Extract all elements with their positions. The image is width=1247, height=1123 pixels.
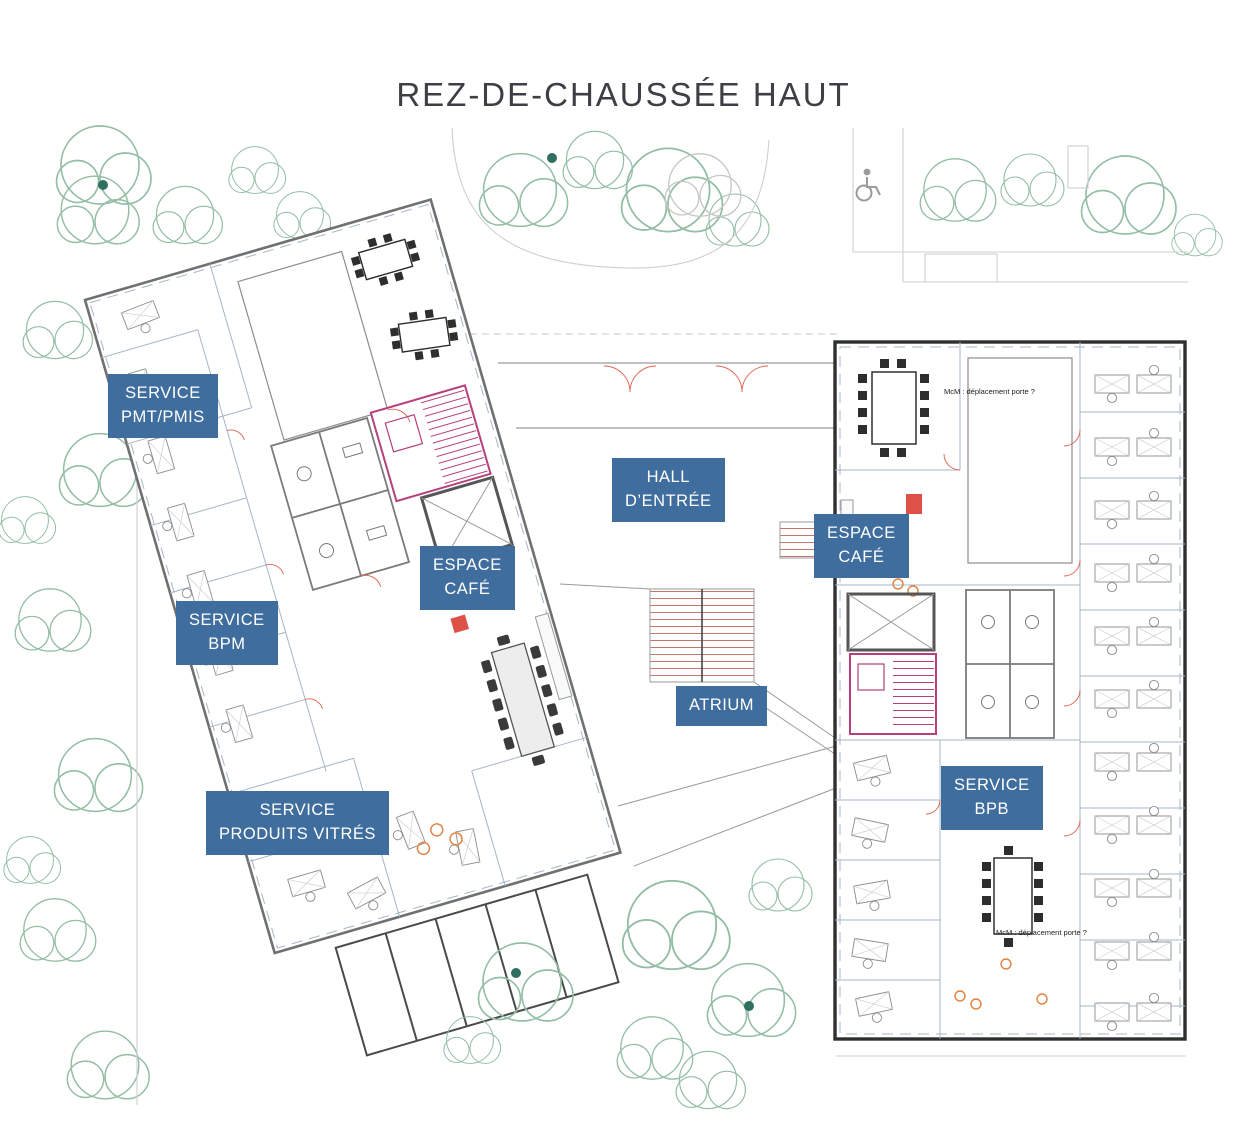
label-hall-entree: HALL D’ENTRÉE (612, 458, 725, 522)
right-meeting-room (858, 359, 929, 457)
right-door-arcs (925, 429, 1081, 837)
label-espace-cafe-right: ESPACE CAFÉ (814, 514, 909, 578)
left-door-arcs (226, 408, 411, 710)
left-cafe (450, 612, 573, 766)
annotation-mcm-top: McM : déplacement porte ? (944, 387, 1035, 396)
hall-link (470, 333, 838, 429)
red-counter (906, 494, 922, 514)
left-stairwell (369, 384, 492, 503)
right-partitions (835, 342, 1185, 1039)
label-espace-cafe-left: ESPACE CAFÉ (420, 546, 515, 610)
empty-room (237, 250, 389, 441)
page-title: REZ-DE-CHAUSSÉE HAUT (396, 76, 851, 113)
annotation-mcm-bottom: McM : déplacement porte ? (996, 928, 1087, 937)
label-service-bpb: SERVICE BPB (941, 766, 1043, 830)
label-atrium: ATRIUM (676, 686, 768, 726)
label-service-bpm: SERVICE BPM (176, 601, 278, 665)
landscape-dots (98, 153, 754, 1011)
entrance-doors (603, 365, 769, 393)
right-wing (833, 340, 1187, 1041)
right-restrooms (965, 589, 1055, 739)
right-long-table (982, 846, 1043, 947)
left-wing (83, 197, 623, 1057)
red-counter (450, 614, 470, 634)
right-stairwell (849, 653, 937, 735)
left-orange-seats (416, 823, 463, 856)
wheelchair-icon (855, 168, 881, 202)
right-orange-seats (954, 958, 1048, 1010)
label-service-pmt-pmis: SERVICE PMT/PMIS (108, 374, 218, 438)
atrium-link (559, 521, 839, 867)
right-elevator-core (846, 592, 936, 652)
empty-room (967, 357, 1073, 564)
trees-foreground (443, 858, 813, 1110)
label-service-produits-vitres: SERVICE PRODUITS VITRÉS (206, 791, 389, 855)
